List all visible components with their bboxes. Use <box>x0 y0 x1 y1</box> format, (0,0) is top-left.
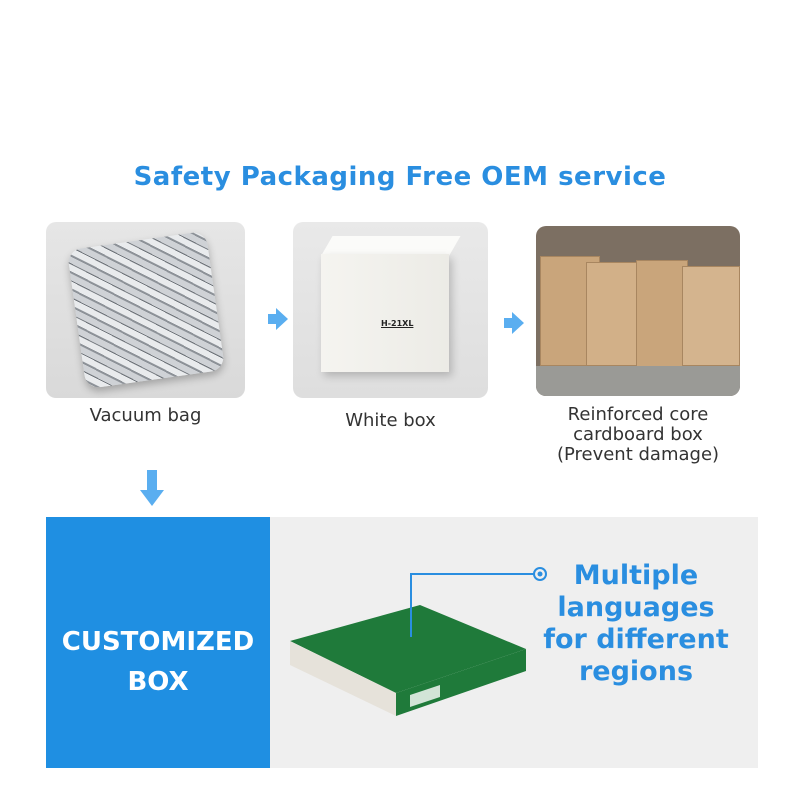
white-box-image: H-21XL <box>293 222 488 398</box>
feature-line: Multiple <box>573 560 699 591</box>
green-box-illustration <box>290 567 547 716</box>
label-line: Reinforced core <box>567 404 709 425</box>
box-model-text: H-21XL <box>381 319 414 328</box>
custom-box-showcase <box>270 517 758 768</box>
arrow-down-icon <box>140 470 164 510</box>
box-line: BOX <box>127 667 189 697</box>
feature-line: for different <box>543 624 729 655</box>
box-top <box>321 236 461 256</box>
warehouse-cardboard-image <box>536 226 740 396</box>
cardboard-box-label: Reinforced core cardboard box (Prevent d… <box>520 405 756 465</box>
customized-line: CUSTOMIZED <box>61 627 255 657</box>
arrow-right-icon <box>504 312 524 338</box>
page-title: Safety Packaging Free OEM service <box>133 162 667 192</box>
feature-line: languages <box>557 592 715 623</box>
customized-box-text: CUSTOMIZED BOX <box>46 622 270 702</box>
label-line: cardboard box <box>573 424 703 445</box>
label-line: (Prevent damage) <box>556 444 720 465</box>
multiple-languages-text: Multiple languages for different regions <box>536 560 736 688</box>
arrow-right-icon <box>268 308 288 334</box>
feature-line: regions <box>578 656 694 687</box>
white-box-label: White box <box>345 410 436 431</box>
box-front <box>321 254 449 372</box>
vacuum-bag-image <box>46 222 245 398</box>
vacuum-bag-label: Vacuum bag <box>89 405 202 426</box>
vacuum-bag <box>66 230 226 390</box>
customized-box-panel <box>46 517 270 768</box>
